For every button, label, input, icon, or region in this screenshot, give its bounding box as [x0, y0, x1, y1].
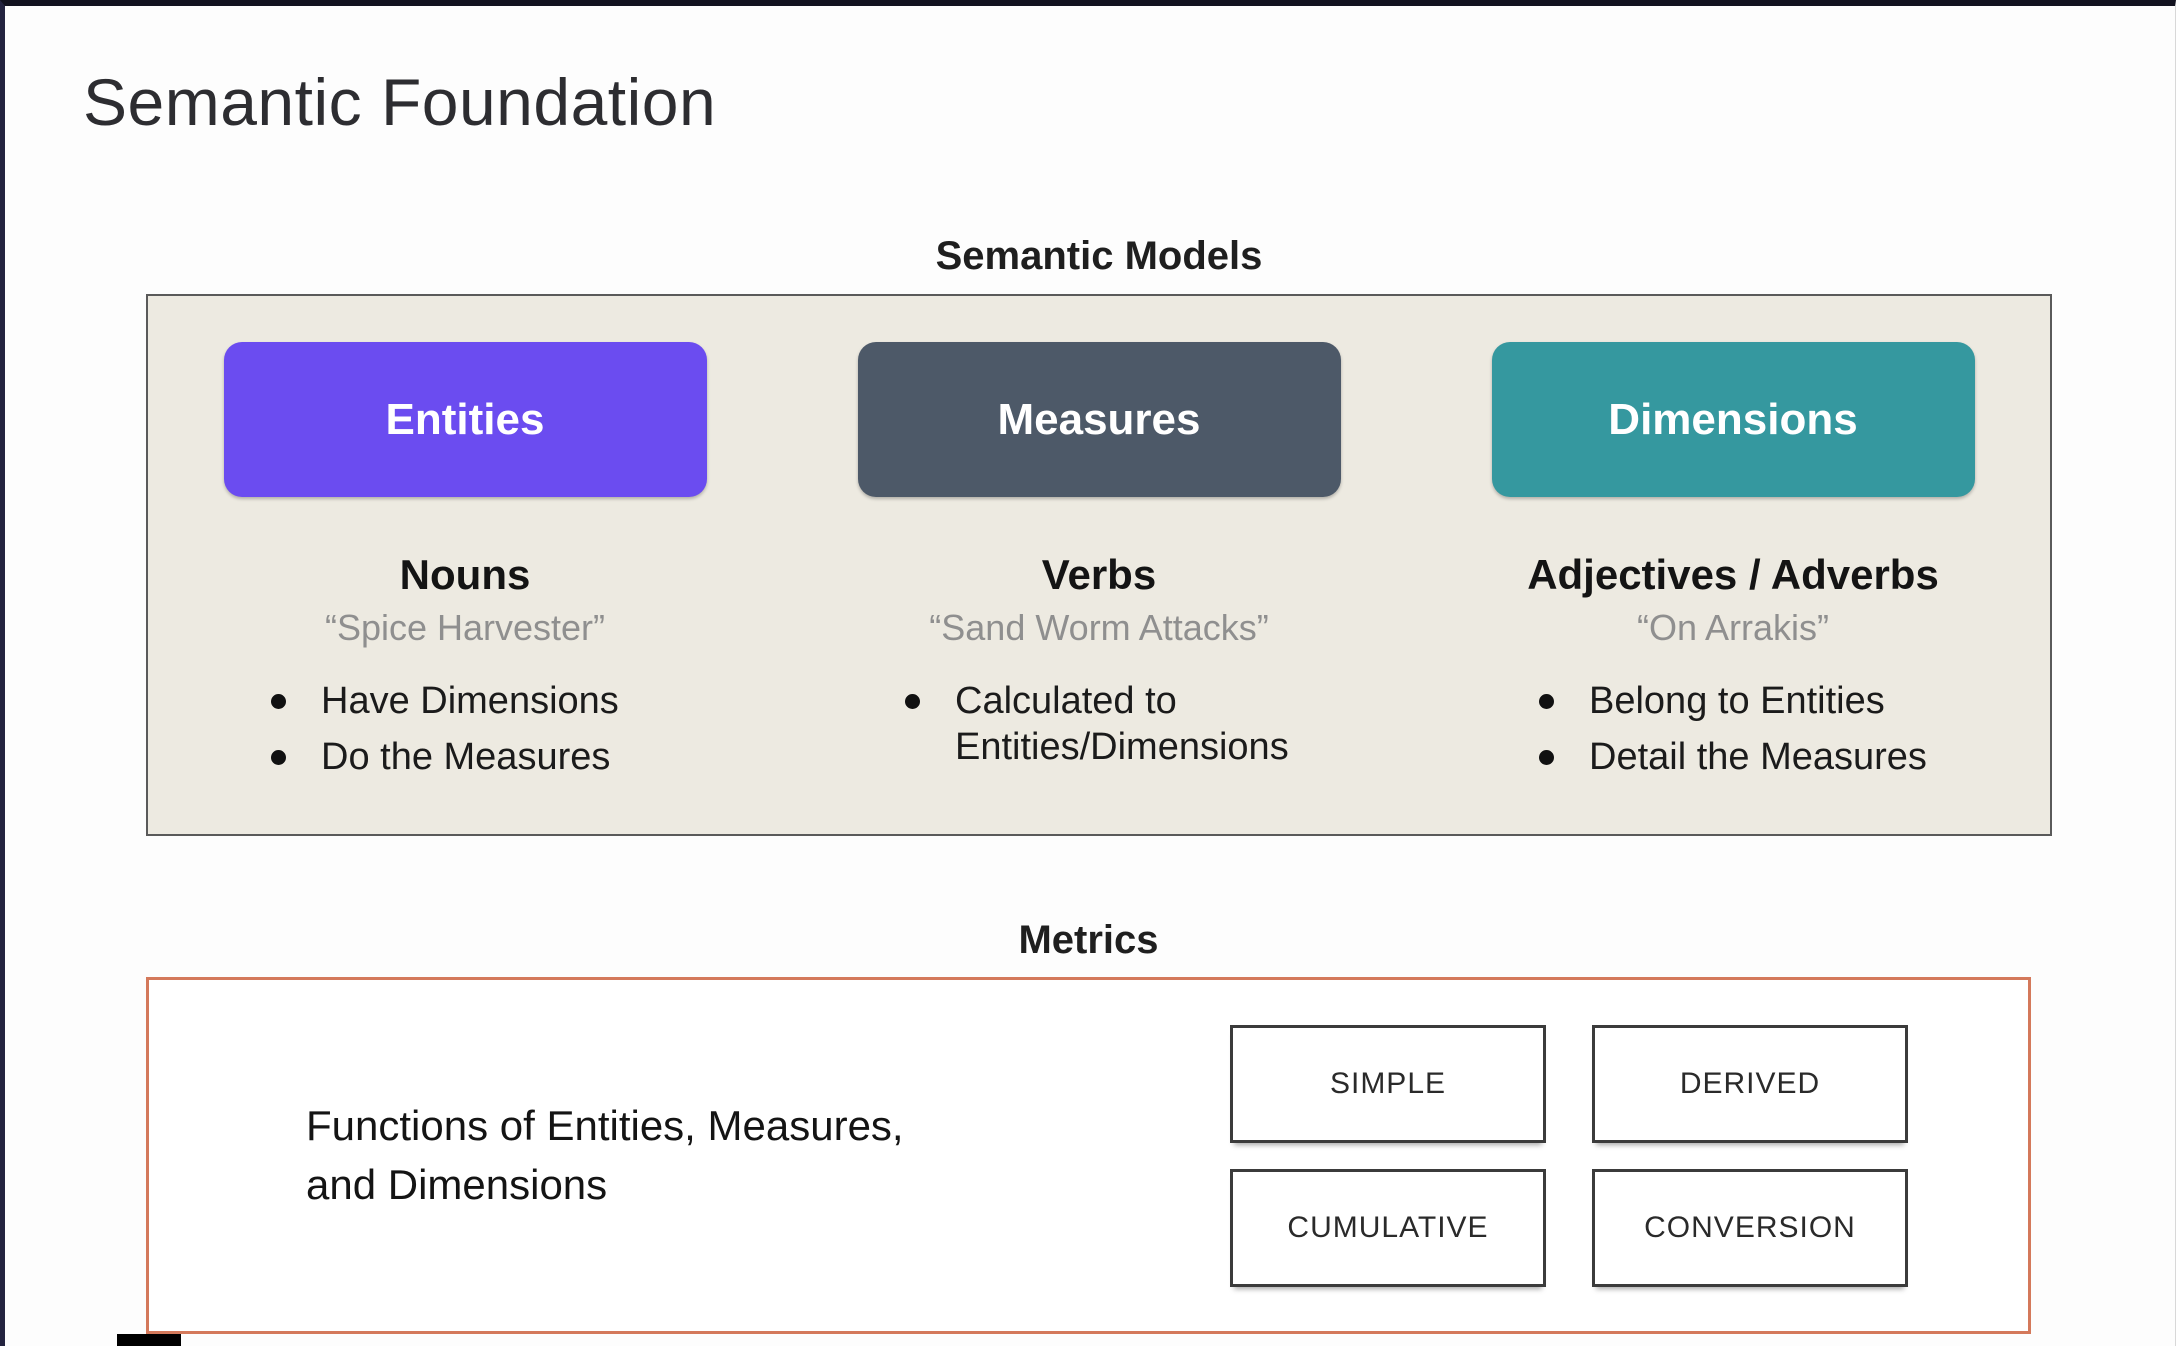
metric-types-grid: SIMPLE DERIVED CUMULATIVE CONVERSION [1230, 1024, 1908, 1287]
bullet-item: Belong to Entities [1533, 679, 1933, 725]
bullet-item: Calculated to Entities/Dimensions [899, 679, 1299, 770]
slide-title: Semantic Foundation [83, 65, 717, 139]
semantic-models-heading: Semantic Models [935, 234, 1263, 278]
metric-type-conversion: CONVERSION [1592, 1168, 1908, 1287]
dimensions-column: Dimensions Adjectives / Adverbs “On Arra… [1416, 296, 2050, 834]
measures-example: “Sand Worm Attacks” [929, 607, 1269, 648]
semantic-models-panel: Entities Nouns “Spice Harvester” Have Di… [146, 294, 2052, 836]
measures-bullets: Calculated to Entities/Dimensions [899, 679, 1299, 780]
metrics-heading: Metrics [1018, 918, 1159, 962]
measures-pill: Measures [857, 342, 1341, 497]
bottom-edge-mark [117, 1334, 181, 1346]
bullet-item: Do the Measures [265, 735, 665, 781]
measures-column: Measures Verbs “Sand Worm Attacks” Calcu… [782, 296, 1416, 834]
entities-example: “Spice Harvester” [324, 607, 606, 648]
dimensions-pill: Dimensions [1491, 342, 1975, 497]
dimensions-example: “On Arrakis” [1636, 607, 1830, 648]
metric-type-simple: SIMPLE [1230, 1024, 1546, 1143]
dimensions-bullets: Belong to Entities Detail the Measures [1533, 679, 1933, 790]
dimensions-role: Adjectives / Adverbs [1527, 551, 1939, 598]
entities-column: Entities Nouns “Spice Harvester” Have Di… [148, 296, 782, 834]
entities-role: Nouns [399, 551, 531, 598]
entities-pill: Entities [223, 342, 707, 497]
metrics-description: Functions of Entities, Measures, and Dim… [306, 1101, 904, 1208]
measures-role: Verbs [1041, 551, 1157, 598]
metric-type-cumulative: CUMULATIVE [1230, 1168, 1546, 1287]
metrics-panel: Functions of Entities, Measures, and Dim… [146, 977, 2031, 1334]
bullet-item: Detail the Measures [1533, 735, 1933, 781]
metric-type-derived: DERIVED [1592, 1024, 1908, 1143]
bullet-item: Have Dimensions [265, 679, 665, 725]
entities-bullets: Have Dimensions Do the Measures [265, 679, 665, 790]
